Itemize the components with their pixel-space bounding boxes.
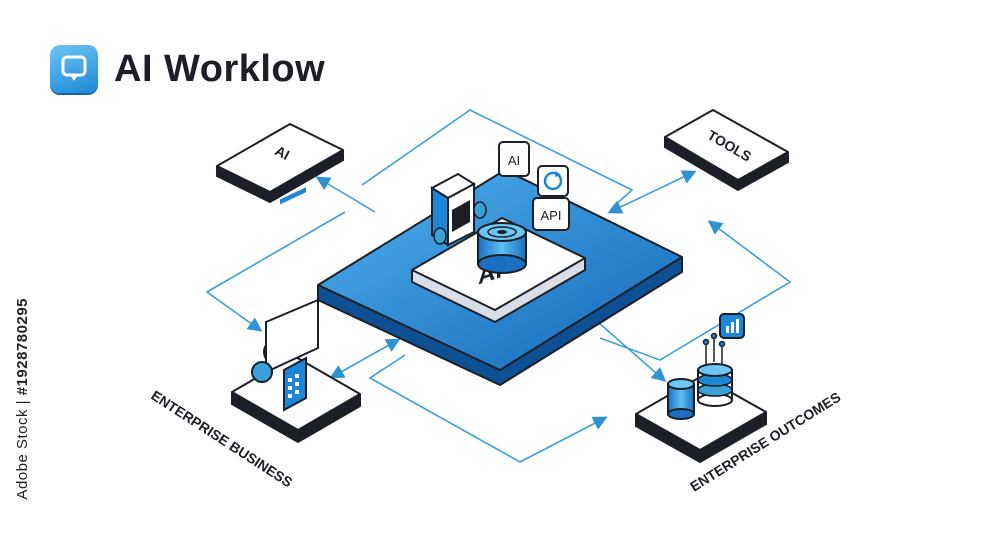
chart-badge-icon: [719, 313, 745, 339]
database-target-icon: [477, 222, 527, 274]
node-ai: AI: [216, 123, 344, 204]
arrow-to-ai: [315, 176, 376, 213]
node-enterprise-outcomes: [635, 313, 767, 464]
arrow-business-center: [329, 338, 401, 379]
circuit-icon: [702, 332, 726, 364]
stock-watermark: Adobe Stock | #1928780295: [14, 298, 31, 500]
lightbulb-icon: [251, 361, 273, 383]
badge-ai: AI: [498, 141, 530, 177]
coin-stack-icon: [697, 363, 733, 407]
database-icon: [667, 378, 695, 420]
page-title: AI Worklow: [114, 47, 326, 90]
node-tools: TOOLS: [664, 109, 789, 192]
header: AI Worklow: [50, 44, 325, 94]
dashboard-panel-icon: [265, 298, 319, 374]
arrow-bottom-loop: [368, 354, 608, 463]
node-enterprise-business: [231, 187, 361, 444]
badge-ai-label: AI: [508, 153, 520, 168]
stock-prefix: Adobe Stock |: [14, 399, 31, 500]
refresh-icon: [537, 165, 569, 197]
chat-pin-icon: [50, 45, 98, 93]
arrow-to-business: [205, 211, 346, 332]
node-ai-label: AI: [272, 142, 292, 163]
stock-number: #1928780295: [14, 298, 31, 396]
chair-device-icon: [430, 172, 487, 247]
badge-api-label: API: [541, 208, 562, 223]
badge-api: API: [532, 197, 570, 231]
arrow-tools: [607, 170, 697, 214]
